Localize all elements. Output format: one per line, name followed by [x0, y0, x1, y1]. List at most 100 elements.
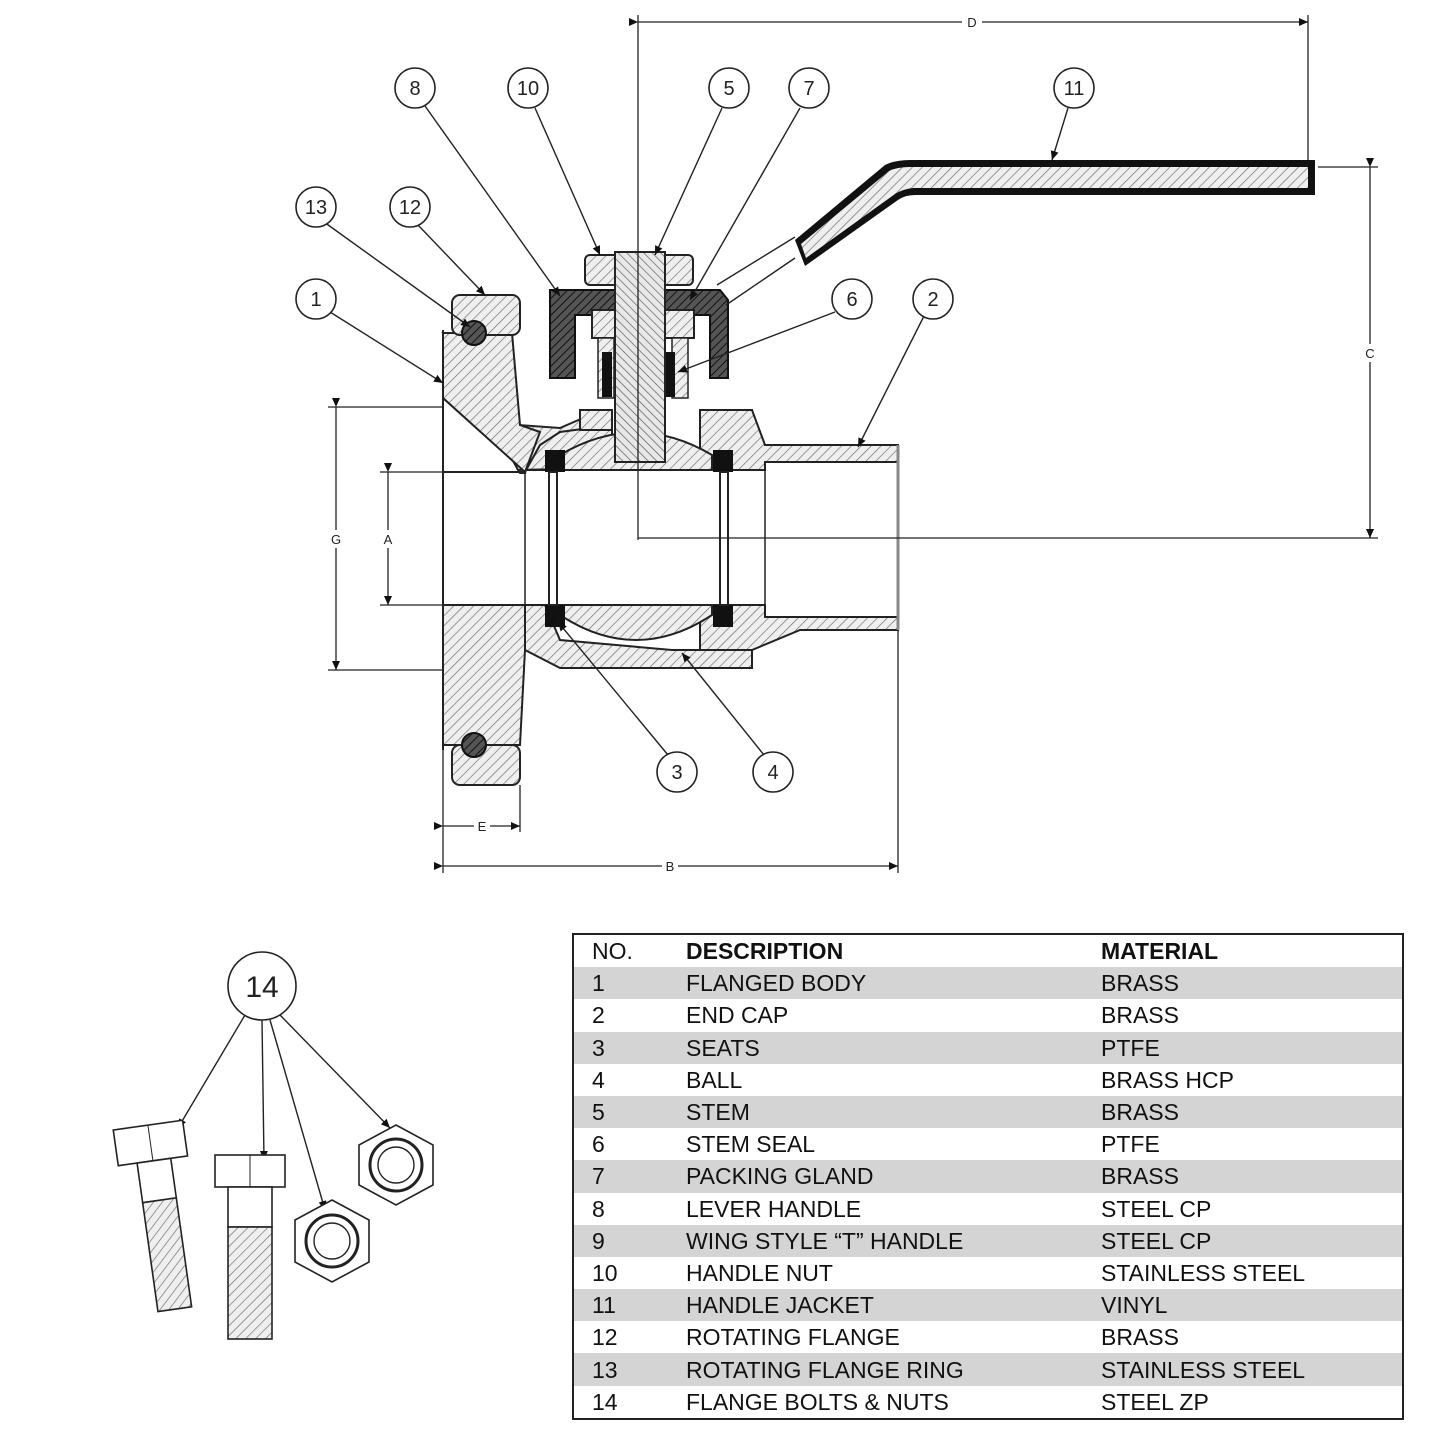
svg-text:6: 6	[846, 289, 857, 311]
row-description: FLANGED BODY	[668, 967, 1083, 1000]
bolt-left	[112, 1119, 193, 1313]
callout-5: 5	[708, 67, 750, 109]
svg-text:14: 14	[245, 971, 278, 1004]
table-row: 10 HANDLE NUT STAINLESS STEEL	[573, 1257, 1403, 1289]
svg-text:5: 5	[723, 78, 734, 100]
row-material: BRASS	[1083, 1095, 1403, 1129]
row-description: WING STYLE “T” HANDLE	[668, 1224, 1083, 1257]
callout-10: 10	[507, 67, 549, 109]
row-no: 6	[592, 1131, 605, 1158]
dim-d-label: D	[967, 15, 976, 30]
row-description: LEVER HANDLE	[686, 1195, 862, 1222]
row-material: STAINLESS STEEL	[1101, 1259, 1306, 1286]
dim-a-label: A	[384, 532, 393, 547]
row-material: BRASS	[1083, 1160, 1403, 1193]
lever-handle	[795, 160, 1315, 266]
row-no: 1	[573, 967, 668, 1000]
row-no: 12	[592, 1324, 618, 1351]
row-no: 3	[573, 1031, 668, 1064]
row-no: 9	[573, 1224, 668, 1257]
callout-13: 13	[295, 186, 337, 228]
row-description: ROTATING FLANGE RING	[668, 1353, 1083, 1386]
callout-1: 1	[295, 278, 337, 320]
row-material: STEEL CP	[1101, 1195, 1212, 1222]
callout-2: 2	[912, 278, 954, 320]
callout-8: 8	[394, 67, 436, 109]
row-material: STEEL ZP	[1101, 1388, 1209, 1415]
callout-6: 6	[831, 278, 873, 320]
leader-lines	[323, 105, 1069, 756]
table-row: 2 END CAP BRASS	[573, 999, 1403, 1031]
table-row: 14 FLANGE BOLTS & NUTS STEEL ZP	[573, 1386, 1403, 1419]
row-description: END CAP	[686, 1002, 789, 1029]
row-material: STEEL CP	[1083, 1224, 1403, 1257]
row-material: BRASS	[1101, 1002, 1179, 1029]
row-description: BALL	[686, 1066, 743, 1093]
svg-text:3: 3	[671, 762, 682, 784]
nut-lower	[294, 1199, 370, 1283]
callout-7: 7	[788, 67, 830, 109]
table-row: 12 ROTATING FLANGE BRASS	[573, 1321, 1403, 1353]
callout-14: 14	[227, 951, 297, 1021]
row-description: STEM	[668, 1095, 1083, 1129]
callout-4: 4	[752, 751, 794, 793]
callout-3: 3	[656, 751, 698, 793]
row-description: SEATS	[668, 1031, 1083, 1064]
row-description: HANDLE JACKET	[668, 1289, 1083, 1322]
row-no: 11	[573, 1289, 668, 1322]
row-material: VINYL	[1083, 1289, 1403, 1322]
row-description: ROTATING FLANGE	[686, 1324, 900, 1351]
row-no: 5	[573, 1095, 668, 1129]
dim-e-label: E	[478, 819, 487, 834]
svg-text:13: 13	[305, 197, 327, 219]
row-material: BRASS	[1083, 967, 1403, 1000]
svg-text:4: 4	[767, 762, 778, 784]
dim-c-label: C	[1365, 346, 1374, 361]
svg-text:7: 7	[803, 78, 814, 100]
header-description: DESCRIPTION	[686, 938, 844, 965]
row-no: 13	[573, 1353, 668, 1386]
table-header-row: NO. DESCRIPTION MATERIAL	[573, 934, 1403, 967]
row-material: PTFE	[1101, 1131, 1160, 1158]
row-description: STEM SEAL	[686, 1131, 816, 1158]
rotating-flange	[451, 294, 521, 786]
table-row: 8 LEVER HANDLE STEEL CP	[573, 1193, 1403, 1225]
svg-text:8: 8	[409, 78, 420, 100]
svg-text:1: 1	[310, 289, 321, 311]
dimension-labels: D C G A E B	[327, 14, 1378, 874]
row-description: HANDLE NUT	[686, 1259, 833, 1286]
row-no: 4	[592, 1066, 605, 1093]
row-no: 7	[573, 1160, 668, 1193]
row-material: PTFE	[1083, 1031, 1403, 1064]
callout-11: 11	[1053, 67, 1095, 109]
svg-text:10: 10	[517, 78, 539, 100]
valve-section-drawing: D C G A E B 1 13 12 8 10 5 7 11 6 2 3 4	[295, 14, 1378, 874]
row-material: BRASS	[1101, 1324, 1179, 1351]
row-no: 2	[592, 1002, 605, 1029]
header-no: NO.	[592, 938, 633, 965]
dim-g-label: G	[331, 532, 341, 547]
nut-upper	[358, 1124, 434, 1206]
row-no: 8	[592, 1195, 605, 1222]
row-no: 10	[592, 1259, 618, 1286]
row-material: STAINLESS STEEL	[1083, 1353, 1403, 1386]
row-description: FLANGE BOLTS & NUTS	[686, 1388, 949, 1415]
header-material: MATERIAL	[1101, 938, 1219, 965]
flanged-body	[441, 330, 753, 750]
table-row: 4 BALL BRASS HCP	[573, 1064, 1403, 1096]
row-no: 14	[592, 1388, 618, 1415]
callout-12: 12	[389, 186, 431, 228]
row-description: PACKING GLAND	[668, 1160, 1083, 1193]
flange-bolts-and-nuts: 14	[112, 951, 434, 1340]
table-row: 6 STEM SEAL PTFE	[573, 1128, 1403, 1160]
svg-text:11: 11	[1064, 78, 1085, 100]
svg-text:2: 2	[927, 289, 938, 311]
row-material: BRASS HCP	[1101, 1066, 1234, 1093]
